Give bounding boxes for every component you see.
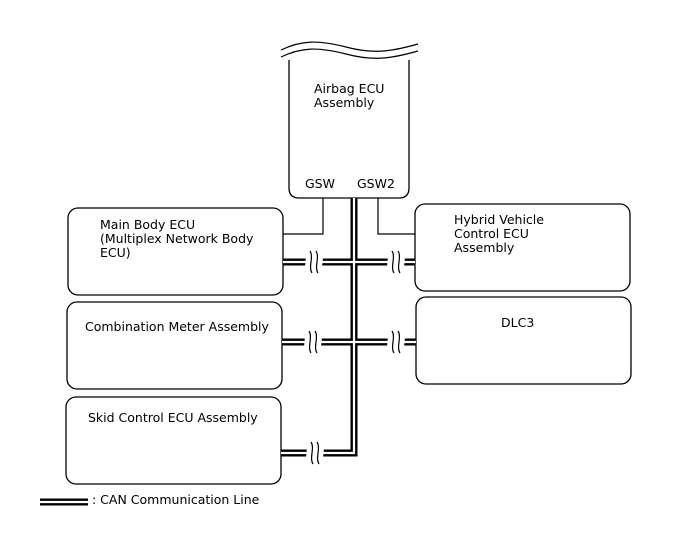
hybrid-vehicle-ecu-box: [414, 203, 631, 292]
airbag-ecu-box: [280, 41, 419, 199]
skid-control-ecu-label: Skid Control ECU Assembly: [88, 410, 258, 425]
main-body-ecu-label-line2: (Multiplex Network Body: [100, 231, 254, 246]
dlc3-box: [415, 296, 632, 385]
hybrid-vehicle-ecu-label-line1: Hybrid Vehicle: [454, 212, 544, 227]
main-body-ecu-label-line3: ECU): [100, 245, 131, 260]
airbag-ecu-label-line1: Airbag ECU: [314, 81, 384, 96]
hybrid-vehicle-ecu-label-line2: Control ECU: [454, 226, 529, 241]
skid-control-ecu-box: [65, 396, 282, 485]
wavy-break-line-lower: [280, 48, 419, 59]
combination-meter-label: Combination Meter Assembly: [85, 319, 269, 334]
dlc3-label: DLC3: [501, 315, 534, 330]
legend-label: : CAN Communication Line: [92, 492, 260, 507]
gsw2-wire: [377, 198, 415, 235]
airbag-ecu-label-line2: Assembly: [314, 95, 375, 110]
hybrid-vehicle-ecu-label-line3: Assembly: [454, 240, 515, 255]
wavy-break-line-upper: [280, 41, 419, 52]
can-line-break-marks: [303, 247, 406, 468]
main-body-ecu-box: [67, 207, 284, 296]
gsw2-pin-label: GSW2: [357, 176, 395, 191]
can-bus-lines: [281, 198, 416, 457]
combination-meter-box: [66, 301, 283, 390]
gsw-wire: [283, 198, 324, 235]
main-body-ecu-label-line1: Main Body ECU: [100, 217, 195, 232]
gsw-pin-label: GSW: [305, 176, 335, 191]
